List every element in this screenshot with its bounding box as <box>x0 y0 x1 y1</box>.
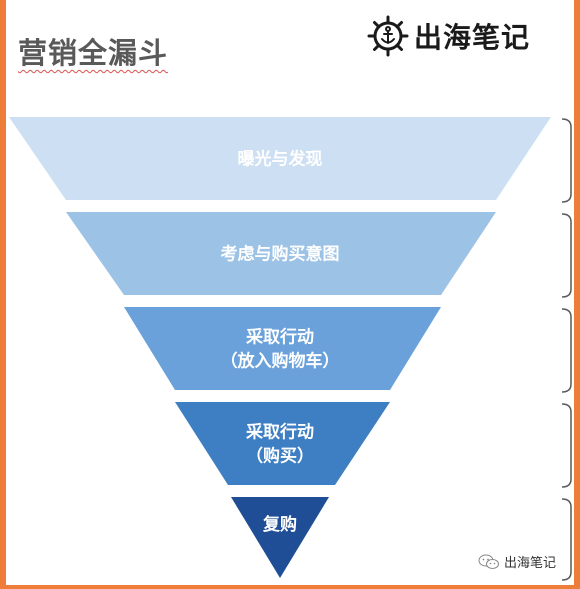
funnel-layer-consideration-shape <box>66 212 496 295</box>
funnel-layer-add-to-cart-label: （放入购物车） <box>221 351 340 372</box>
ship-wheel-anchor-icon <box>367 15 409 57</box>
funnel-layer-exposure-label: 曝光与发现 <box>238 149 323 170</box>
funnel-layer-add-to-cart: 采取行动 （放入购物车） <box>124 307 441 390</box>
funnel-layer-repurchase-label: 复购 <box>262 514 297 535</box>
funnel-layer-purchase-label: （购买） <box>246 446 314 467</box>
funnel-layer-consideration: 考虑与购买意图 <box>66 212 496 295</box>
funnel-layer-consideration-label: 考虑与购买意图 <box>220 244 340 265</box>
bracket-5 <box>561 498 572 581</box>
funnel-layer-add-to-cart-shape <box>124 307 441 390</box>
funnel-layer-purchase-shape <box>175 402 390 485</box>
bracket-1 <box>561 118 572 203</box>
bracket-3 <box>561 308 572 393</box>
funnel-layer-add-to-cart-label: 采取行动 <box>245 327 314 348</box>
page-title: 营销全漏斗 <box>18 36 169 70</box>
logo: 出海笔记 <box>366 14 530 58</box>
funnel-layer-repurchase: 复购 <box>231 497 329 578</box>
funnel-layer-purchase: 采取行动 （购买） <box>175 402 390 485</box>
funnel-layer-exposure-shape <box>9 117 551 200</box>
funnel-layer-purchase-label: 采取行动 <box>245 422 314 443</box>
logo-text: 出海笔记 <box>414 21 531 54</box>
watermark: 出海笔记 <box>478 552 556 571</box>
funnel-layer-repurchase-shape <box>231 497 329 578</box>
wechat-icon <box>478 554 499 569</box>
watermark-text: 出海笔记 <box>504 556 557 571</box>
bracket-4 <box>561 403 572 488</box>
bracket-2 <box>561 213 572 298</box>
funnel-layer-exposure: 曝光与发现 <box>9 117 551 200</box>
